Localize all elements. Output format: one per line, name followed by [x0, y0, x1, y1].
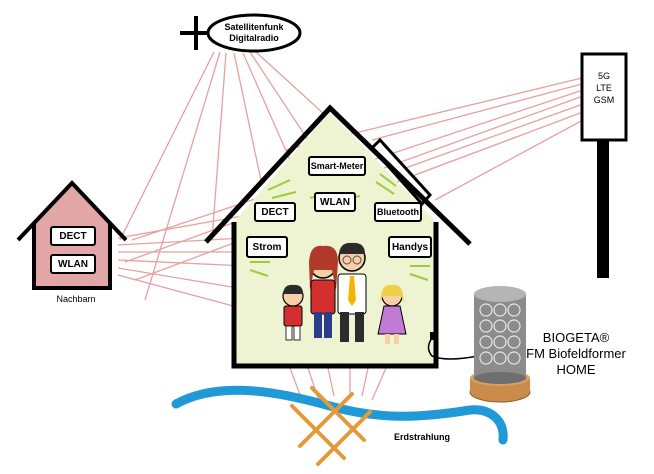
tower-line-gsm: GSM — [593, 95, 615, 105]
product-label: BIOGETA® FM Biofeldformer HOME — [506, 330, 646, 378]
house-bluetooth-label: Bluetooth — [374, 202, 422, 222]
earth-rays — [289, 367, 387, 401]
tower-label: 5G LTE GSM — [584, 70, 624, 106]
satellite-line-2: Digitalradio — [229, 33, 279, 43]
family-illustration — [282, 242, 407, 344]
tower-line-lte: LTE — [596, 83, 612, 93]
neighbor-caption: Nachbarn — [56, 294, 96, 304]
house-dect-label: DECT — [254, 202, 296, 222]
house-smart-meter-label: Smart-Meter — [308, 156, 366, 176]
earth-radiation-label: Erdstrahlung — [394, 432, 451, 442]
biofield-device — [469, 286, 531, 403]
house-handys-label: Handys — [388, 236, 432, 258]
house-strom-label: Strom — [246, 236, 288, 258]
product-name: FM Biofeldformer — [526, 346, 626, 361]
water-vein — [171, 385, 508, 445]
neighbor-dect-label: DECT — [50, 226, 96, 246]
tower-line-5g: 5G — [597, 71, 610, 81]
satellite-label: Satellitenfunk Digitalradio — [214, 22, 294, 44]
satellite-line-1: Satellitenfunk — [224, 22, 284, 32]
power-cable — [427, 332, 479, 360]
satellite-icon — [180, 13, 302, 53]
satellite-rays — [119, 51, 326, 301]
neighbor-rays — [117, 214, 251, 311]
product-brand: BIOGETA® — [542, 330, 610, 345]
neighbor-wlan-label: WLAN — [50, 254, 96, 274]
house-wlan-label: WLAN — [314, 192, 356, 212]
earth-grid-lines — [290, 386, 372, 466]
product-variant: HOME — [556, 362, 596, 377]
cell-tower-icon — [580, 52, 628, 278]
